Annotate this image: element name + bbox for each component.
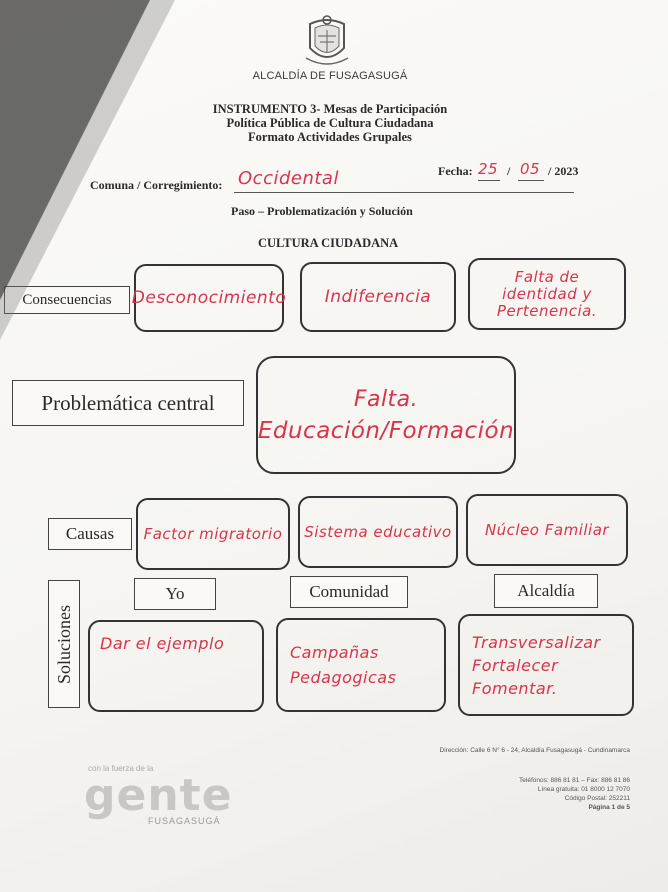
comuna-value: Occidental (238, 168, 339, 189)
solucion-yo-text: Dar el ejemplo (100, 634, 225, 653)
solucion-header-yo: Yo (134, 578, 216, 610)
problematica-label: Problemática central (12, 380, 244, 426)
solucion-header-alcaldia: Alcaldía (494, 574, 598, 608)
solucion-box-yo: Dar el ejemplo (88, 620, 264, 712)
instrument-title: INSTRUMENTO 3- Mesas de Participación (212, 102, 448, 116)
problematica-box: Falta. Educación/Formación (256, 356, 516, 474)
section-title: CULTURA CIUDADANA (258, 236, 399, 250)
solucion-box-comunidad: Campañas Pedagogicas (276, 618, 446, 712)
coat-of-arms-seal (305, 15, 349, 65)
solucion-alcaldia-line-2: Fortalecer (472, 655, 559, 675)
paso-title: Paso – Problematización y Solución (231, 204, 413, 218)
consecuencia-box-2: Indiferencia (300, 262, 456, 332)
problematica-line-1: Falta. (353, 386, 419, 412)
solucion-comunidad-line-2: Pedagogicas (290, 668, 397, 687)
causa-box-1: Factor migratorio (136, 498, 290, 570)
policy-title: Política Pública de Cultura Ciudadana (226, 116, 434, 130)
consecuencia-box-3: Falta de identidad y Pertenencia. (468, 258, 626, 330)
causas-label: Causas (48, 518, 132, 550)
soluciones-label-text: Soluciones (53, 604, 74, 684)
format-title: Formato Actividades Grupales (248, 130, 412, 144)
fecha-year: / 2023 (548, 164, 579, 178)
logo-city: FUSAGASUGÁ (148, 816, 221, 826)
problematica-line-2: Educación/Formación (257, 417, 515, 444)
fecha-sep: / (507, 164, 511, 178)
footer-address: Dirección: Calle 6 N° 6 - 24, Alcaldía F… (439, 747, 630, 754)
consecuencia-box-1: Desconocimiento (132, 264, 286, 332)
solucion-alcaldia-line-3: Fomentar. (472, 678, 558, 698)
fecha-month: 05 (520, 160, 541, 178)
organization-name: ALCALDÍA DE FUSAGASUGÁ (252, 70, 408, 82)
solucion-alcaldia-line-1: Transversalizar (472, 632, 601, 652)
fecha-day: 25 (478, 160, 499, 178)
solucion-header-comunidad: Comunidad (290, 576, 408, 608)
solucion-comunidad-line-1: Campañas (290, 643, 379, 662)
consecuencias-label: Consecuencias (4, 286, 130, 314)
soluciones-label: Soluciones (48, 580, 80, 708)
logo-tagline: con la fuerza de la (88, 764, 154, 773)
footer-page: Página 1 de 5 (588, 804, 630, 811)
causa-box-3: Núcleo Familiar (466, 494, 628, 566)
footer-free-line: Línea gratuita: 01 8000 12 7070 (537, 786, 630, 793)
fecha-label: Fecha: (438, 164, 473, 178)
comuna-label: Comuna / Corregimiento: (90, 178, 223, 192)
footer-phones: Teléfonos: 886 81 81 – Fax: 886 81 86 (519, 777, 630, 784)
solucion-box-alcaldia: Transversalizar Fortalecer Fomentar. (458, 614, 634, 716)
causa-box-2: Sistema educativo (298, 496, 458, 568)
logo-word: gente (84, 770, 233, 821)
footer-postal: Código Postal: 252211 (564, 795, 630, 802)
